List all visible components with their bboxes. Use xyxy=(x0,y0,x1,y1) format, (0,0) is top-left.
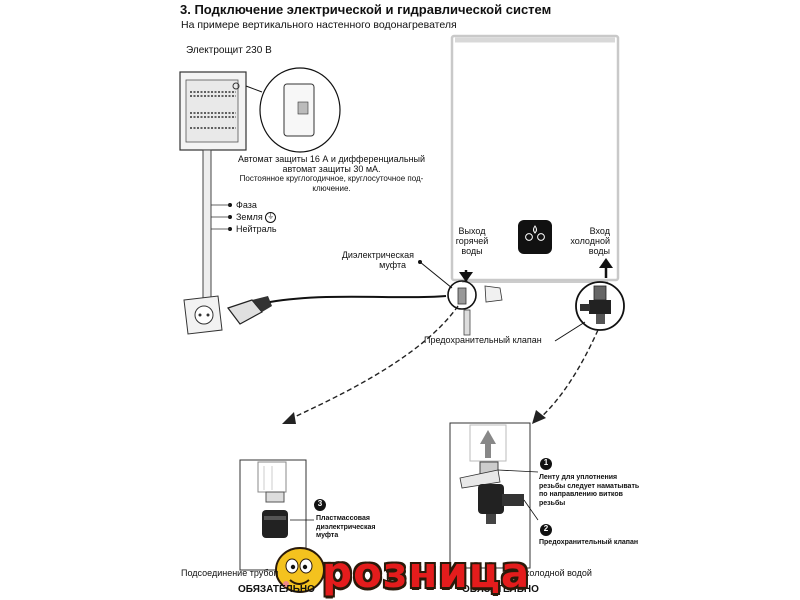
conduit xyxy=(202,149,212,301)
wire-neutral-label: Нейтраль xyxy=(236,224,277,234)
bottom-right-caption: холодной водой xyxy=(525,568,592,578)
note-safety-valve: Предохранительный клапан xyxy=(539,539,639,546)
step-number-1: 1 xyxy=(543,458,549,467)
power-cable xyxy=(269,295,447,303)
breaker-note-line: Постоянное круглогодичное, круглосуточно… xyxy=(239,174,424,183)
bottom-left-caption: Подсоединение трубоп xyxy=(181,568,279,578)
mandatory-left: ОБЯЗАТЕЛЬНО xyxy=(238,584,315,595)
panel-label: Электрощит 230 В xyxy=(186,45,272,56)
step-badge-2 xyxy=(540,524,552,536)
wall-socket xyxy=(183,295,223,335)
breaker-callout xyxy=(245,67,341,153)
electrical-panel xyxy=(179,71,247,151)
step-number-2: 2 xyxy=(543,524,549,533)
wire-ground-label: Земля ⏚ xyxy=(236,212,277,224)
ground-icon: ⏚ xyxy=(265,212,277,224)
breaker-note-line: Автомат защиты 16 А и дифференциальный xyxy=(237,154,426,164)
step-number-3: 3 xyxy=(317,499,323,508)
page-title: 3. Подключение электрической и гидравлич… xyxy=(180,2,552,17)
step-badge-3 xyxy=(314,499,326,511)
breaker-note: Автомат защиты 16 А и дифференциальный а… xyxy=(224,154,439,194)
dashed-arrow-right xyxy=(539,329,599,419)
dashed-arrow-left xyxy=(287,305,459,421)
wire-phase-label: Фаза xyxy=(236,200,257,210)
page-subtitle: На примере вертикального настенного водо… xyxy=(181,19,457,31)
plug xyxy=(227,296,272,325)
safety-valve-callout xyxy=(575,281,625,331)
breaker-note-line: автомат защиты 30 мА. xyxy=(282,164,381,174)
mandatory-right: ОБЯЗАТЕЛЬНО xyxy=(462,584,539,595)
water-heater xyxy=(450,34,620,283)
breaker-note-line: ключение. xyxy=(312,184,351,193)
dielectric-coupling-callout xyxy=(447,280,477,310)
logo-text: розница xyxy=(322,548,531,597)
logo-mascot xyxy=(275,547,325,593)
detail-panel-valve xyxy=(449,422,539,569)
step-badge-1 xyxy=(540,458,552,470)
safety-valve-label: Предохранительный клапан xyxy=(424,335,542,345)
